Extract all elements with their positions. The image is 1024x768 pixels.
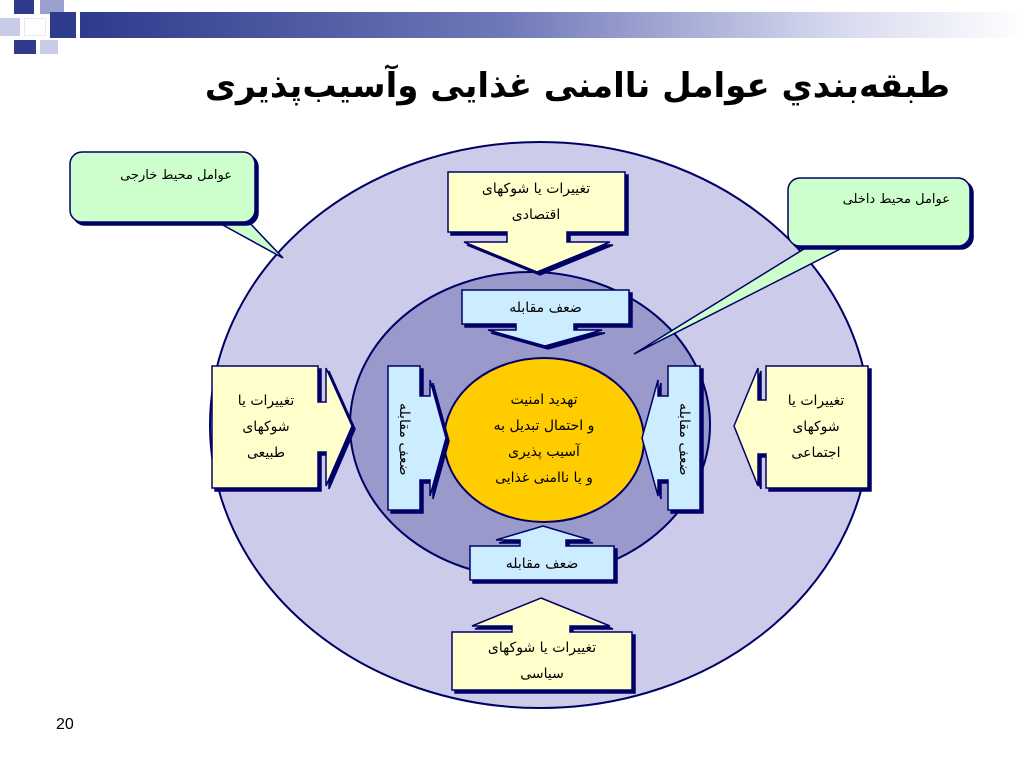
- factor-natural-line: تغییرات یا: [237, 393, 295, 409]
- factor-economic-line: اقتصادی: [511, 207, 561, 223]
- decor-square: [0, 18, 20, 36]
- center-line: و احتمال تبدیل به: [493, 418, 595, 434]
- factor-natural-line: طبیعی: [247, 445, 286, 461]
- decor-square: [50, 12, 76, 38]
- coping-right-shape: [641, 365, 701, 511]
- factor-political-line: سیاسی: [520, 666, 564, 682]
- coping-bottom-shape: [469, 525, 615, 581]
- arrow-social-shape: [733, 365, 869, 489]
- factor-social: تغییرات یا شوکهای اجتماعی: [766, 368, 866, 486]
- coping-top-label: ضعف مقابله: [509, 300, 582, 316]
- center-line: و یا ناامنی غذایی: [495, 470, 593, 486]
- factor-social-line: اجتماعی: [791, 445, 841, 461]
- decor-square: [24, 18, 46, 36]
- factor-economic: تغییرات یا شوکهای اقتصادی: [450, 174, 622, 230]
- factor-natural-line: شوکهای: [242, 419, 290, 435]
- callout-external-label: عوامل محیط خارجی: [120, 168, 232, 183]
- coping-left-shape: [387, 365, 447, 511]
- decor-square: [40, 40, 58, 54]
- decor-square: [14, 0, 34, 14]
- page-number: 20: [56, 716, 74, 733]
- callout-internal-bubble: [787, 177, 971, 247]
- coping-top-shape: [461, 289, 630, 347]
- factor-social-line: تغییرات یا: [787, 393, 845, 409]
- callout-external-bubble: [69, 151, 256, 223]
- coping-left-text: ضعف مقابله: [396, 402, 412, 476]
- factor-economic-line: تغییرات یا شوکهای: [481, 181, 591, 197]
- factor-social-line: شوکهای: [792, 419, 840, 435]
- center-line: تهدید امنیت: [510, 392, 578, 408]
- factor-political: تغییرات یا شوکهای سیاسی: [454, 634, 630, 688]
- arrow-political-shape: [451, 597, 633, 691]
- decor-square: [40, 0, 64, 14]
- factor-political-line: تغییرات یا شوکهای: [487, 640, 597, 656]
- factor-natural: تغییرات یا شوکهای طبیعی: [214, 368, 318, 486]
- coping-bottom-label: ضعف مقابله: [505, 556, 579, 572]
- coping-left-label: ضعف مقابله: [388, 368, 420, 510]
- center-threat: تهدید امنیت و احتمال تبدیل به آسیب پذیری…: [454, 374, 634, 504]
- slide-title: طبقه‌بندي عوامل ناامنی غذایی وآسیب‌پذیری: [204, 66, 950, 106]
- coping-right-label: ضعف مقابله: [668, 368, 700, 510]
- callout-internal-label: عوامل محیط داخلی: [842, 192, 950, 207]
- callout-external-pointer: [209, 217, 284, 259]
- header-gradient-bar: [80, 12, 1024, 38]
- decor-square: [14, 40, 36, 54]
- arrow-economic-shaft: [447, 171, 626, 273]
- arrow-natural-shape: [211, 365, 353, 489]
- coping-right-text: ضعف مقابله: [676, 402, 692, 476]
- center-line: آسیب پذیری: [508, 444, 580, 460]
